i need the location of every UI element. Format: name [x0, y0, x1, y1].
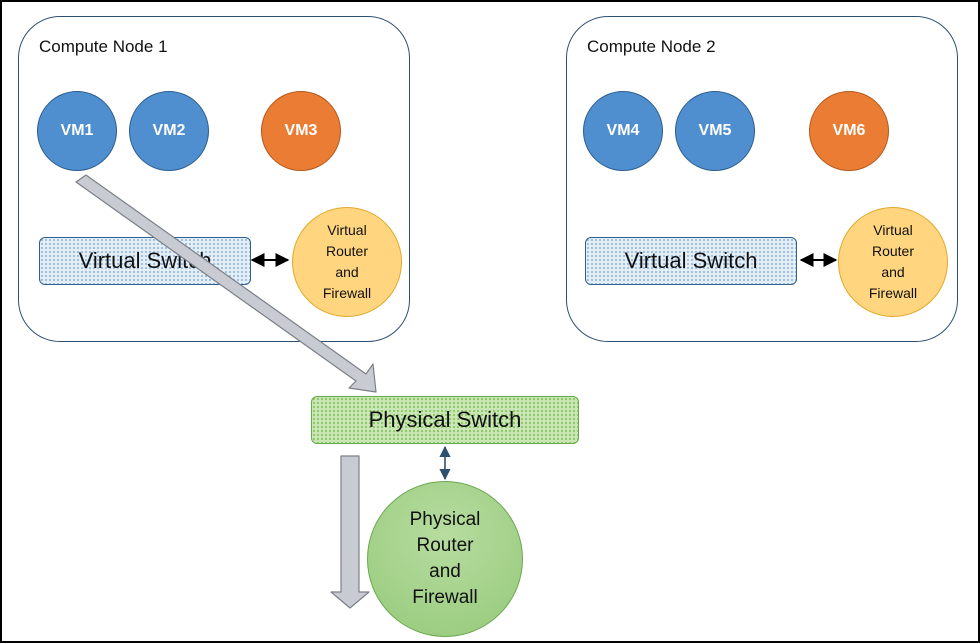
virtual-router-1-line-2: Router [325, 243, 368, 259]
virtual-switch-1: Virtual Switch [39, 237, 251, 285]
virtual-router-2-line-2: Router [871, 243, 914, 259]
virtual-router-2-line-4: Firewall [868, 285, 918, 301]
compute-node-2: Compute Node 2 VM4 VM5 VM6 Virtual Switc… [566, 16, 958, 342]
compute-node-1-title: Compute Node 1 [39, 37, 168, 56]
virtual-switch-2: Virtual Switch [585, 237, 797, 285]
vm5: VM5 [675, 91, 755, 171]
vm3: VM3 [261, 91, 341, 171]
compute-node-2-title: Compute Node 2 [587, 37, 716, 56]
virtual-router-2-line-3: and [881, 264, 905, 280]
vm1: VM1 [37, 91, 117, 171]
virtual-router-1-line-4: Firewall [322, 285, 372, 301]
vm2: VM2 [129, 91, 209, 171]
physical-router-line-2: Router [416, 535, 474, 556]
virtual-router-firewall-1: Virtual Router and Firewall [292, 207, 402, 317]
physical-switch: Physical Switch [311, 396, 579, 444]
physical-router-line-4: Firewall [412, 587, 478, 608]
virtual-router-1-line-1: Virtual [327, 222, 367, 238]
physical-router-line-3: and [429, 561, 461, 582]
virtual-router-firewall-2: Virtual Router and Firewall [838, 207, 948, 317]
virtual-router-1-line-3: and [335, 264, 359, 280]
vm4: VM4 [583, 91, 663, 171]
physical-router-line-1: Physical [409, 509, 481, 530]
physical-router-firewall: Physical Router and Firewall [367, 481, 523, 637]
vm6: VM6 [809, 91, 889, 171]
compute-node-1: Compute Node 1 VM1 VM2 VM3 Virtual Switc… [18, 16, 410, 342]
virtual-router-2-line-1: Virtual [873, 222, 913, 238]
